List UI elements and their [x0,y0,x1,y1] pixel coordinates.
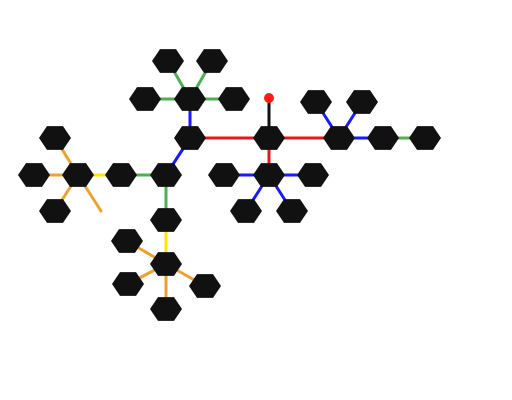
hexagon-node-b2 [323,126,355,150]
hexagon-node-d1 [253,163,285,187]
hexagon-node-c3 [62,163,94,187]
hexagon-node-e4 [112,272,144,296]
hexagon-node-b4 [346,90,378,114]
marker-dot [264,93,274,103]
hexagon-node-d5 [276,199,308,223]
hexagon-node-e5 [189,274,221,298]
hexagon-node-d3 [297,163,329,187]
hexagon-node-c6 [39,199,71,223]
hexagon-node-c1 [150,163,182,187]
hexagon-node-a1 [174,87,206,111]
hexagon-node-b5 [367,126,399,150]
hexagon-node-a6 [174,126,206,150]
hexagon-node-e3 [111,229,143,253]
hexagon-node-a4 [129,87,161,111]
hexagon-node-e1 [150,208,182,232]
hexagon-node-d2 [208,163,240,187]
hexagon-node-c4 [39,126,71,150]
hexagon-node-a5 [218,87,250,111]
hexagon-node-e6 [150,297,182,321]
hexagon-node-b6 [409,126,441,150]
hexagon-node-e2 [150,252,182,276]
hexagon-node-a3 [196,49,228,73]
node-layer [18,49,441,321]
hexagon-node-c2 [105,163,137,187]
hexagon-node-a2 [152,49,184,73]
hexagon-node-b3 [300,90,332,114]
hexagon-node-c5 [18,163,50,187]
hexagon-node-d4 [230,199,262,223]
hexagon-node-b1 [253,126,285,150]
